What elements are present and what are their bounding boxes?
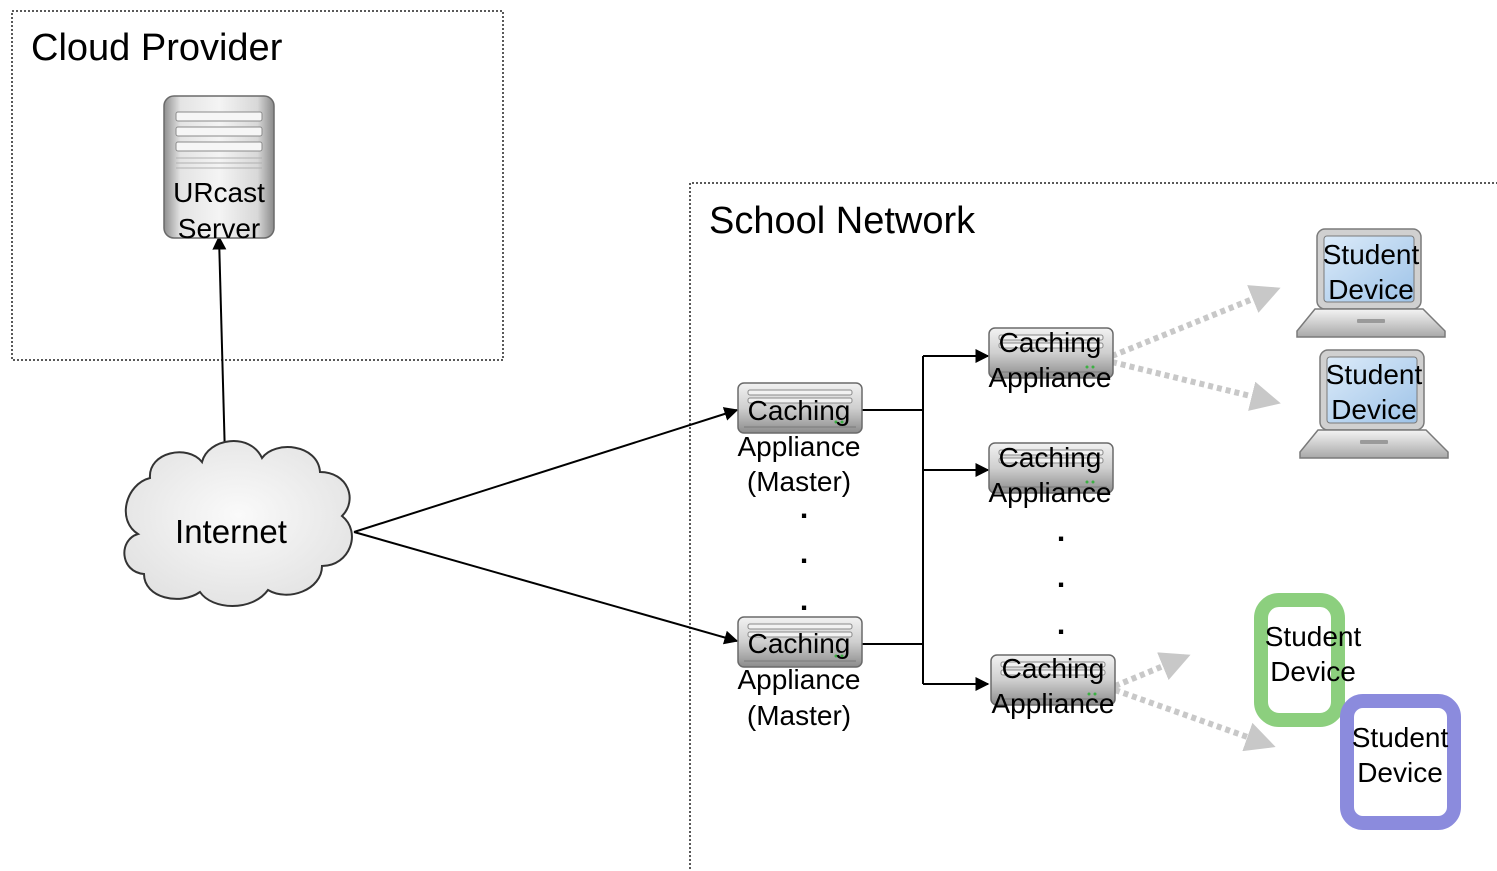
caching-ellipsis: . . . (1057, 515, 1065, 641)
student-device-laptop-1: Student Device (1296, 228, 1446, 338)
master2-label-line1: Caching (748, 628, 851, 659)
internet-master2-link (353, 531, 739, 645)
caching3-label-line1: Caching (1002, 653, 1105, 684)
ellipsis-dot: . (1057, 561, 1065, 594)
caching-appliance-2: Caching Appliance (988, 442, 1114, 508)
tablet-green-label-line1: Student (1265, 621, 1362, 652)
caching-appliance-master-2: Caching Appliance (Master) (737, 616, 863, 731)
master1-label-line1: Caching (748, 395, 851, 426)
wireless-link-tablet-green (1113, 652, 1191, 689)
ellipsis-dot: . (1057, 608, 1065, 641)
server-tower-icon (163, 95, 275, 239)
cloud-icon (123, 440, 353, 607)
wireless-link-laptop2 (1111, 359, 1281, 411)
wireless-links (1110, 285, 1281, 752)
laptop2-label-line1: Student (1326, 359, 1423, 390)
caching1-label-line1: Caching (999, 327, 1102, 358)
urcast-server: URcast Server (163, 95, 275, 244)
caching-appliance-master-1: Caching Appliance (Master) (737, 382, 863, 497)
internet-master1-link (353, 407, 739, 533)
student-device-laptop-2: Student Device (1299, 349, 1449, 459)
laptop1-label-line2: Device (1328, 274, 1414, 305)
caching2-label-line1: Caching (999, 442, 1102, 473)
tablet-icon (1254, 593, 1345, 727)
school-network-title: School Network (709, 200, 976, 242)
cloud-provider-region (11, 10, 504, 361)
caching-appliance-3: Caching Appliance (990, 653, 1116, 719)
caching-appliance-1: Caching Appliance (988, 327, 1114, 393)
caching3-label-line2: Appliance (992, 688, 1115, 719)
server-internet-link (212, 235, 232, 459)
tablet-icon (1340, 694, 1461, 830)
student-device-tablet-green: Student Device (1254, 593, 1362, 727)
student-device-tablet-blue: Student Device (1340, 694, 1461, 830)
internet: Internet (123, 440, 353, 607)
urcast-server-label-line2: Server (178, 213, 260, 244)
tablet-green-label-line2: Device (1270, 656, 1356, 687)
master1-label-line2: Appliance (738, 431, 861, 462)
tablet-blue-label-line1: Student (1352, 722, 1449, 753)
wireless-link-laptop1 (1110, 285, 1281, 359)
caching2-label-line2: Appliance (989, 477, 1112, 508)
master1-label-line3: (Master) (747, 466, 851, 497)
tablet-blue-label-line2: Device (1357, 757, 1443, 788)
master2-label-line2: Appliance (738, 664, 861, 695)
internet-label: Internet (175, 513, 287, 550)
laptop1-label-line1: Student (1323, 239, 1420, 270)
master-ellipsis: . . . (800, 492, 808, 617)
cloud-provider-title: Cloud Provider (31, 27, 283, 69)
urcast-server-label-line1: URcast (173, 177, 265, 208)
school-network-region (689, 182, 1497, 869)
wireless-link-tablet-blue (1113, 687, 1276, 752)
ellipsis-dot: . (1057, 515, 1065, 548)
laptop2-label-line2: Device (1331, 394, 1417, 425)
ellipsis-dot: . (800, 584, 808, 617)
caching1-label-line2: Appliance (989, 362, 1112, 393)
connectors (212, 235, 990, 691)
master2-label-line3: (Master) (747, 700, 851, 731)
ellipsis-dot: . (800, 492, 808, 525)
ellipsis-dot: . (800, 537, 808, 570)
